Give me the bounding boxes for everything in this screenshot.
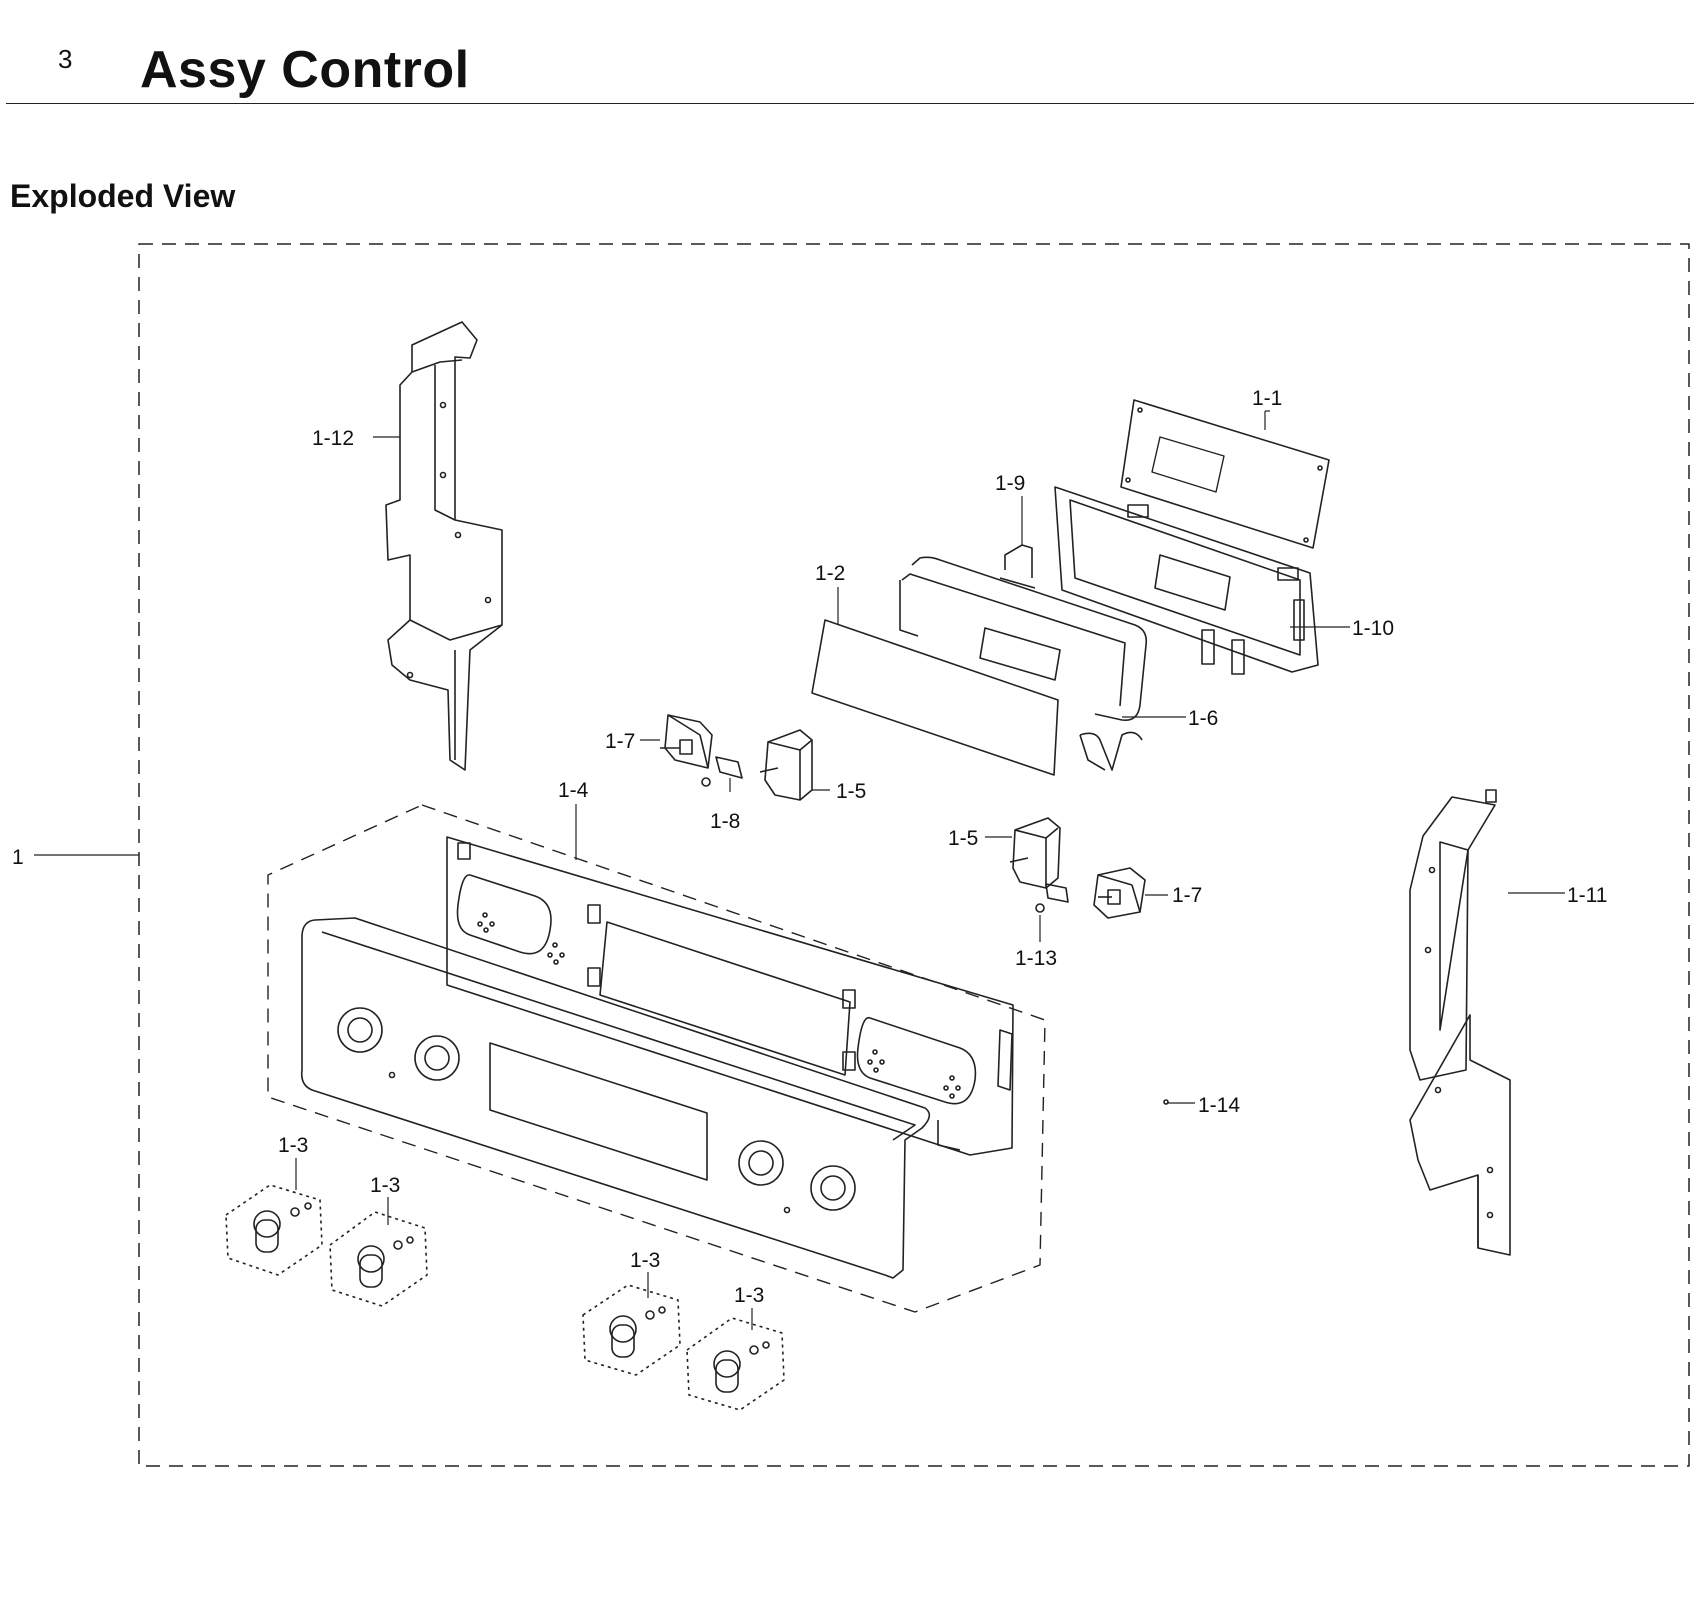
leader-lines bbox=[34, 410, 1565, 1330]
knob-3 bbox=[582, 1284, 681, 1376]
led bbox=[1035, 883, 1069, 913]
assembly-boundary bbox=[138, 243, 1690, 1467]
callout-side-left: 1-12 bbox=[312, 427, 354, 450]
valve-lower bbox=[1093, 867, 1146, 919]
callout-valve-upper: 1-7 bbox=[605, 730, 635, 753]
screw bbox=[1163, 1099, 1169, 1105]
section-subtitle: Exploded View bbox=[10, 178, 236, 214]
display-window bbox=[811, 619, 1059, 776]
callout-led: 1-13 bbox=[1015, 947, 1057, 970]
knob-2 bbox=[329, 1211, 428, 1307]
pcb-bracket bbox=[1054, 486, 1319, 675]
callout-pcb-bracket: 1-10 bbox=[1352, 617, 1394, 640]
control-panel-front bbox=[300, 917, 931, 1279]
side-bracket-right bbox=[1409, 789, 1511, 1256]
callout-clip: 1-9 bbox=[995, 472, 1025, 495]
callout-switch-lower: 1-5 bbox=[948, 827, 978, 850]
callout-switch-upper: 1-5 bbox=[836, 780, 866, 803]
callout-pcb: 1-1 bbox=[1252, 387, 1282, 410]
switch-lower bbox=[1009, 817, 1061, 889]
knob-1 bbox=[225, 1184, 323, 1276]
pcb-board bbox=[1120, 399, 1330, 549]
callout-screw: 1-14 bbox=[1198, 1094, 1240, 1117]
callout-spring: 1-8 bbox=[710, 810, 740, 833]
callout-knob-3: 1-3 bbox=[630, 1249, 660, 1272]
valve-upper bbox=[660, 714, 713, 769]
callout-assembly: 1 bbox=[12, 846, 24, 869]
side-bracket-left bbox=[385, 321, 503, 771]
spring bbox=[701, 756, 743, 787]
callout-frame: 1-6 bbox=[1188, 707, 1218, 730]
page-title: Assy Control bbox=[140, 41, 470, 99]
callout-knob-1: 1-3 bbox=[278, 1134, 308, 1157]
callout-window: 1-2 bbox=[815, 562, 845, 585]
callout-knob-4: 1-3 bbox=[734, 1284, 764, 1307]
callout-knob-2: 1-3 bbox=[370, 1174, 400, 1197]
callout-valve-lower: 1-7 bbox=[1172, 884, 1202, 907]
section-number: 3 bbox=[58, 44, 73, 74]
knob-4 bbox=[686, 1317, 785, 1411]
callout-side-right: 1-11 bbox=[1567, 884, 1607, 907]
bracket-panel bbox=[446, 836, 1014, 1156]
display-frame bbox=[899, 556, 1148, 771]
switch-upper bbox=[759, 729, 813, 801]
panel-subassembly-boundary bbox=[267, 804, 1046, 1313]
callout-bracket-panel: 1-4 bbox=[558, 779, 589, 802]
title-rule bbox=[6, 103, 1694, 104]
